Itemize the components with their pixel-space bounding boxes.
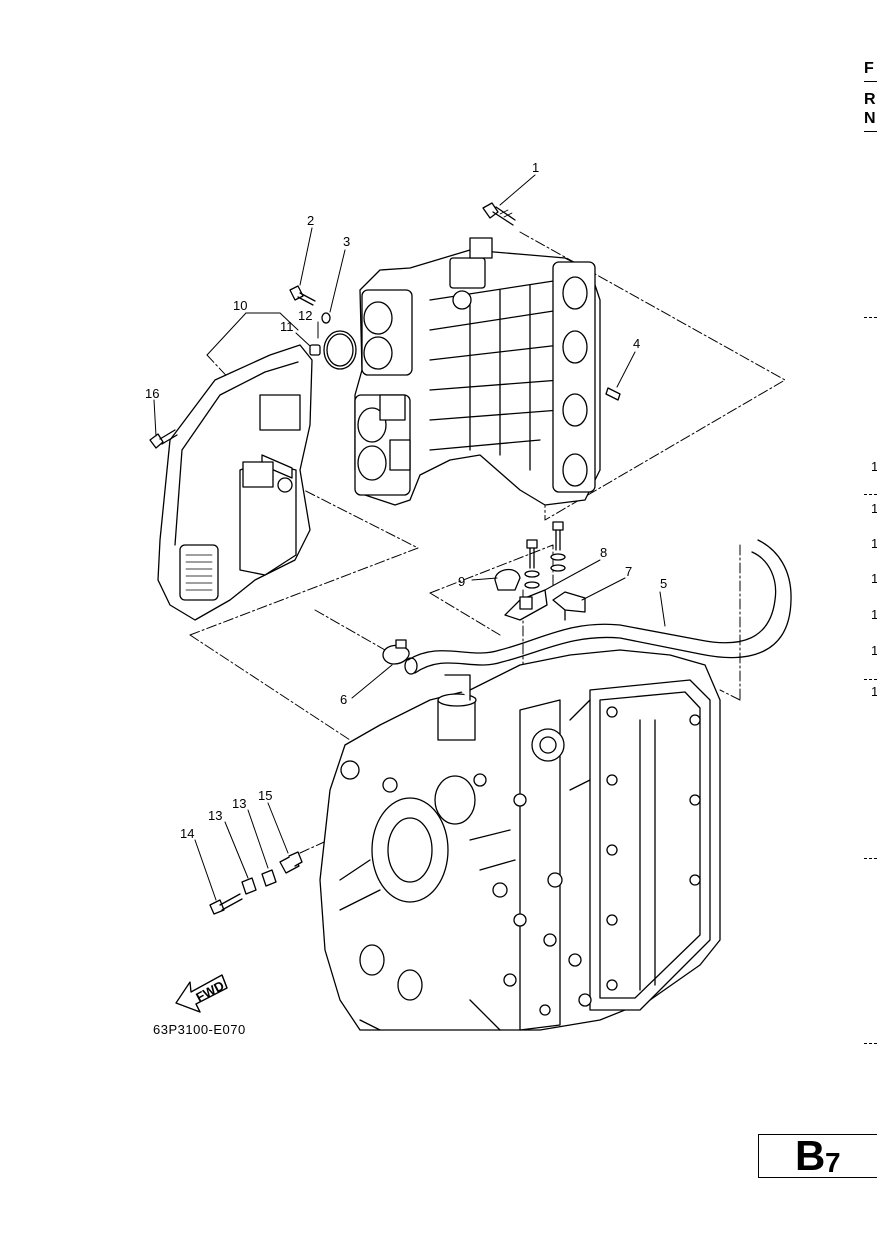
drawing-code: 63P3100-E070 [153, 1022, 246, 1037]
callout-13a: 13 [208, 808, 222, 823]
callout-3: 3 [343, 234, 350, 249]
water-hose-5 [404, 539, 792, 675]
o-ring-12 [323, 330, 357, 370]
callout-4: 4 [633, 336, 640, 351]
callout-5: 5 [660, 576, 667, 591]
intake-silencer [157, 344, 313, 621]
spacer-13 [241, 869, 277, 895]
leader-lines [153, 174, 666, 901]
bracket-8 [504, 589, 548, 621]
edge-dash [864, 494, 877, 495]
callout-13b: 13 [232, 796, 246, 811]
cylinder-block [319, 649, 721, 1031]
callout-15: 15 [258, 788, 272, 803]
callout-2: 2 [307, 213, 314, 228]
callout-16: 16 [145, 386, 159, 401]
callout-6: 6 [340, 692, 347, 707]
header-rule-bottom [864, 131, 877, 132]
edge-number: 1 [871, 607, 877, 622]
edge-number: 1 [871, 536, 877, 551]
page-badge-letter: B [795, 1132, 826, 1179]
screw-16 [149, 429, 178, 449]
bracket-bolts [524, 521, 566, 589]
header-letter-r: R [864, 91, 876, 108]
bolt-2 [289, 285, 316, 306]
edge-dash [864, 317, 877, 318]
intake-manifold [354, 237, 601, 506]
page-badge-number: 7 [825, 1147, 841, 1178]
header-letter-f: F [864, 60, 874, 77]
callout-11: 11 [280, 319, 294, 334]
edge-number: 1 [871, 684, 877, 699]
fwd-arrow-icon [175, 974, 228, 1013]
header-letter-n: N [864, 110, 876, 127]
hose-holder-9 [494, 568, 521, 591]
hose-clamp-6 [382, 639, 410, 665]
edge-number: 1 [871, 571, 877, 586]
callout-9: 9 [458, 574, 465, 589]
edge-number: 1 [871, 459, 877, 474]
callout-1: 1 [532, 160, 539, 175]
header-rule [864, 81, 877, 82]
dowel-pin-4 [605, 387, 621, 401]
callout-numbers: 1 2 3 4 5 6 7 8 9 10 11 12 13 13 14 15 1… [145, 160, 667, 841]
edge-dash [864, 858, 877, 859]
page-badge: B 7 [758, 1132, 877, 1179]
callout-7: 7 [625, 564, 632, 579]
fwd-label: FWD [193, 978, 226, 1005]
bolt-1 [482, 202, 516, 226]
bracket-7 [552, 591, 586, 621]
collar-15 [279, 851, 303, 874]
edge-dash [864, 1043, 877, 1044]
callout-14: 14 [180, 826, 194, 841]
callout-12: 12 [298, 308, 312, 323]
edge-number: 1 [871, 643, 877, 658]
callout-10: 10 [233, 298, 247, 313]
plug-11 [309, 344, 321, 356]
o-ring-3 [321, 312, 331, 324]
callout-8: 8 [600, 545, 607, 560]
bolt-14 [209, 893, 243, 915]
edge-number: 1 [871, 501, 877, 516]
edge-dash [864, 679, 877, 680]
